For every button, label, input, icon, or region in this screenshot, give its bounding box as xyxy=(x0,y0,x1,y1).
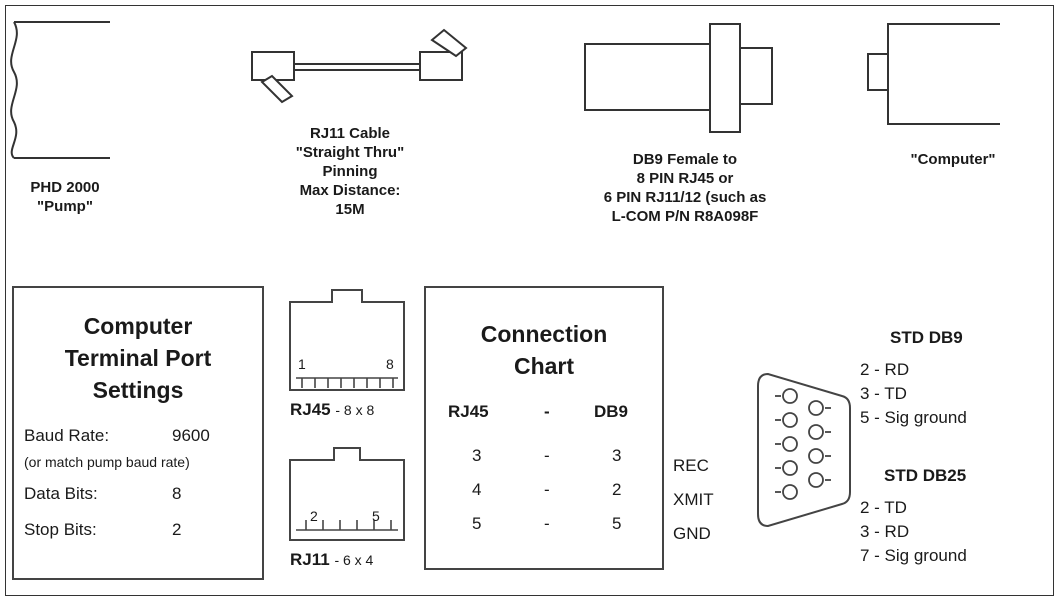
rj45-pin-last: 8 xyxy=(386,356,394,372)
diagram-frame xyxy=(5,5,1054,596)
db9-pin-hole xyxy=(782,412,798,428)
rj11-cable-icon xyxy=(251,28,468,104)
db9-pin-hole xyxy=(782,436,798,452)
db9-pin-hole xyxy=(808,472,824,488)
rj11-caption: RJ11 - 6 x 4 xyxy=(290,550,373,570)
chart-header-db9: DB9 xyxy=(594,402,629,421)
signal-gnd: GND xyxy=(673,524,711,543)
cable-label: RJ11 Cable "Straight Thru" Pinning Max D… xyxy=(295,125,405,218)
db9-pin-hole xyxy=(782,484,798,500)
stop-bits-label: Stop Bits: xyxy=(24,520,97,539)
db9-adapter-icon xyxy=(584,23,773,133)
chart-title: Connection Chart xyxy=(480,321,608,379)
chart-row-dash: - xyxy=(544,446,550,465)
computer-icon xyxy=(867,23,1000,125)
settings-box: Computer Terminal Port Settings Baud Rat… xyxy=(12,286,264,580)
signal-rec: REC xyxy=(673,456,709,475)
data-bits-label: Data Bits: xyxy=(24,484,98,503)
rj45-label: RJ45 xyxy=(290,400,331,419)
chart-row-rj45: 3 xyxy=(472,446,482,465)
rj11-jack-icon xyxy=(289,447,405,541)
connection-chart-box: Connection Chart RJ45 - DB9 3 - 3 4 - 2 … xyxy=(424,286,664,570)
db9-pin-hole xyxy=(808,400,824,416)
data-bits-value: 8 xyxy=(172,484,182,503)
db9-pin-hole xyxy=(808,424,824,440)
baud-rate-note: (or match pump baud rate) xyxy=(24,454,190,470)
rj11-suffix: - 6 x 4 xyxy=(334,552,374,568)
chart-row-db9: 5 xyxy=(612,514,622,533)
chart-row-rj45: 5 xyxy=(472,514,482,533)
adapter-label: DB9 Female to 8 PIN RJ45 or 6 PIN RJ11/1… xyxy=(603,151,767,225)
pump-icon xyxy=(10,21,110,159)
chart-row-db9: 3 xyxy=(612,446,622,465)
pump-label: PHD 2000 "Pump" xyxy=(30,179,100,215)
settings-title: Computer Terminal Port Settings xyxy=(64,313,212,403)
chart-row-dash: - xyxy=(544,480,550,499)
rj45-jack-icon xyxy=(289,289,405,391)
rj45-pin-first: 1 xyxy=(298,356,306,372)
std-db25-pin: 2 - TD xyxy=(860,498,907,517)
std-db25-pin: 3 - RD xyxy=(860,522,910,541)
chart-row-db9: 2 xyxy=(612,480,622,499)
rj11-pin-last: 5 xyxy=(372,508,380,524)
chart-header-rj45: RJ45 xyxy=(448,402,489,421)
signal-xmit: XMIT xyxy=(673,490,714,509)
std-db9-pin: 5 - Sig ground xyxy=(860,408,967,427)
chart-row-dash: - xyxy=(544,514,550,533)
baud-rate-label: Baud Rate: xyxy=(24,426,110,445)
chart-header-dash: - xyxy=(544,402,550,421)
rj45-caption: RJ45 - 8 x 8 xyxy=(290,400,374,420)
db9-pin-hole xyxy=(782,388,798,404)
std-db9-pin: 3 - TD xyxy=(860,384,907,403)
std-db25-pin: 7 - Sig ground xyxy=(860,546,967,565)
db9-pin-hole xyxy=(782,460,798,476)
std-db25-title: STD DB25 xyxy=(884,466,967,485)
rj11-pin-first: 2 xyxy=(310,508,318,524)
rj45-suffix: - 8 x 8 xyxy=(335,402,375,418)
db9-pin-hole xyxy=(808,448,824,464)
db9-connector-icon xyxy=(757,372,851,528)
stop-bits-value: 2 xyxy=(172,520,182,539)
chart-row-rj45: 4 xyxy=(472,480,482,499)
computer-label: "Computer" xyxy=(910,151,996,168)
rj11-label: RJ11 xyxy=(290,550,330,569)
std-db9-pin: 2 - RD xyxy=(860,360,910,379)
baud-rate-value: 9600 xyxy=(172,426,210,445)
std-db9-title: STD DB9 xyxy=(890,328,963,347)
